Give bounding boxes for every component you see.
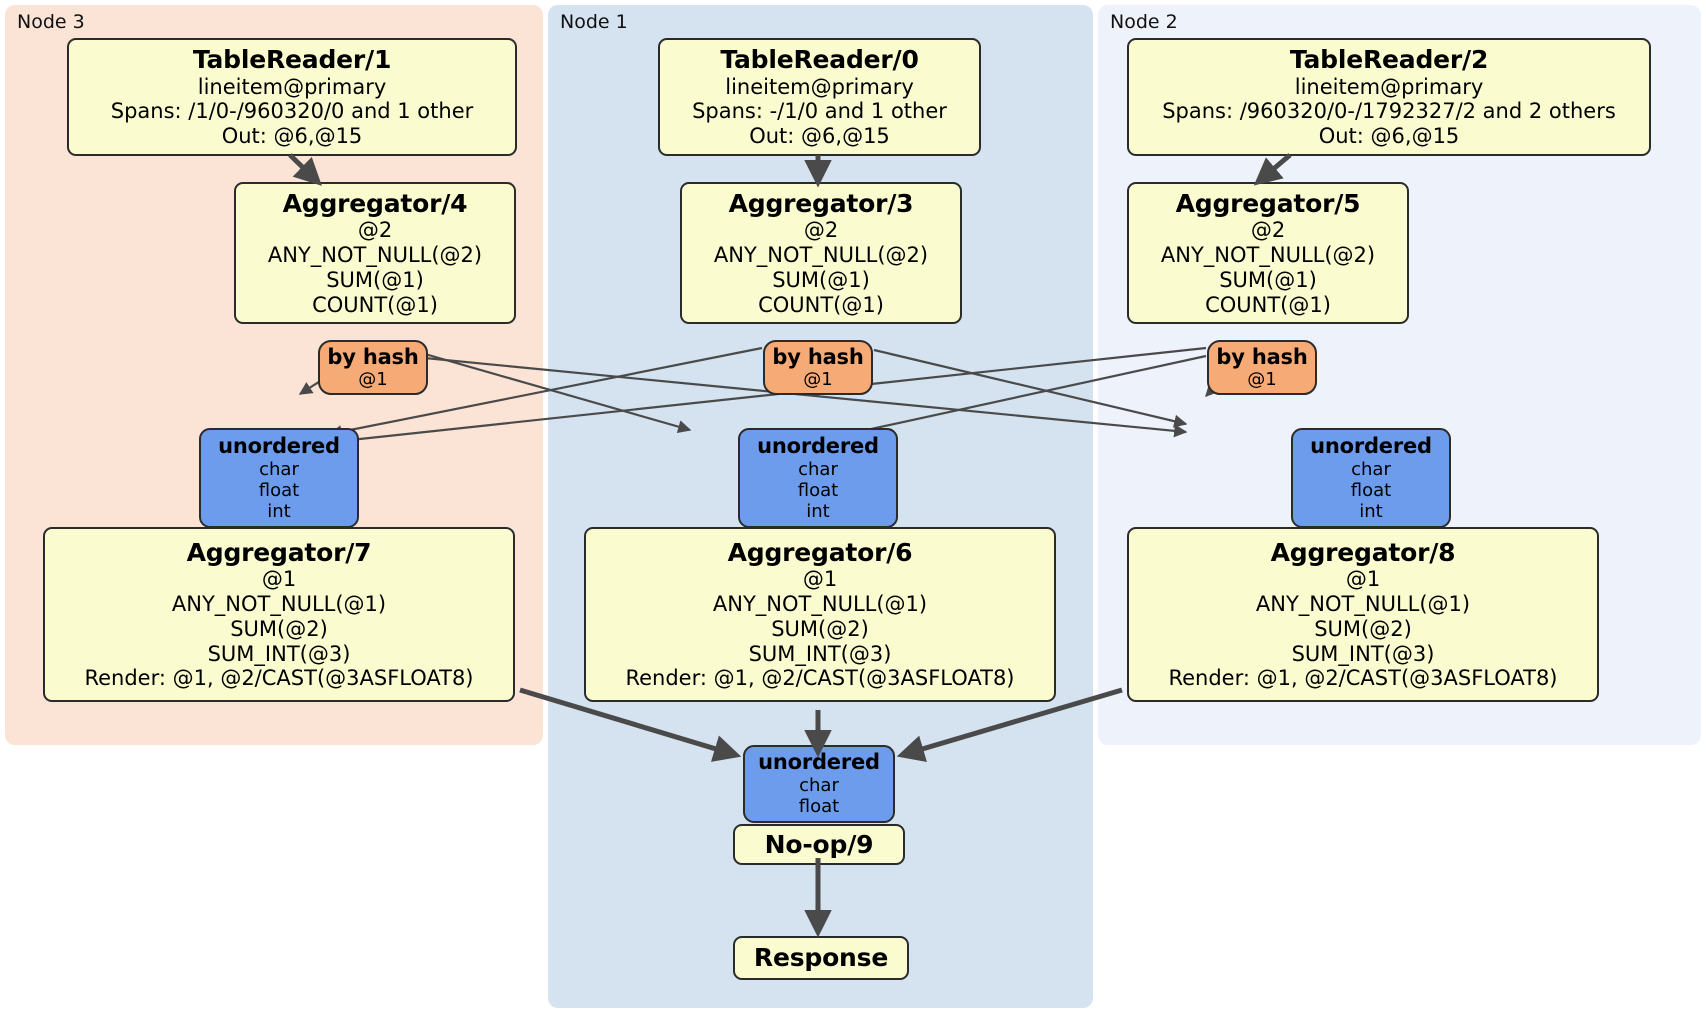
processor-detail-line: Render: @1, @2/CAST(@3ASFLOAT8) xyxy=(1168,666,1558,691)
processor-tablereader-2[interactable]: TableReader/2 lineitem@primary Spans: /9… xyxy=(1127,38,1651,156)
processor-detail-line: lineitem@primary xyxy=(197,74,387,99)
processor-detail-line: @1 xyxy=(1345,567,1381,592)
processor-detail-line: COUNT(@1) xyxy=(1205,292,1331,317)
processor-detail-line: COUNT(@1) xyxy=(758,292,884,317)
processor-detail-line: Out: @6,@15 xyxy=(1318,124,1460,149)
processor-detail-line: ANY_NOT_NULL(@2) xyxy=(713,242,929,267)
processor-aggregator-3[interactable]: Aggregator/3 @2 ANY_NOT_NULL(@2) SUM(@1)… xyxy=(680,182,962,324)
router-detail-line: @1 xyxy=(803,369,833,391)
synchronizer-type-line: char xyxy=(798,458,838,480)
router-by-hash-right[interactable]: by hash @1 xyxy=(1207,340,1317,395)
processor-detail-line: COUNT(@1) xyxy=(312,292,438,317)
node-panel-label-node2: Node 2 xyxy=(1110,11,1178,33)
processor-tablereader-1[interactable]: TableReader/1 lineitem@primary Spans: /1… xyxy=(67,38,517,156)
processor-detail-line: Render: @1, @2/CAST(@3ASFLOAT8) xyxy=(625,666,1015,691)
synchronizer-unordered-right[interactable]: unordered char float int xyxy=(1291,428,1451,528)
processor-detail-line: SUM(@1) xyxy=(772,267,870,292)
processor-detail-line: lineitem@primary xyxy=(725,74,914,99)
processor-detail-line: SUM(@2) xyxy=(230,616,328,641)
processor-detail-line: Spans: /960320/0-/1792327/2 and 2 others xyxy=(1162,99,1616,124)
synchronizer-title: unordered xyxy=(1310,433,1432,458)
router-title: by hash xyxy=(1216,344,1308,369)
synchronizer-title: unordered xyxy=(757,433,879,458)
processor-title: Aggregator/8 xyxy=(1270,537,1456,567)
node-panel-label-node3: Node 3 xyxy=(17,11,85,33)
processor-aggregator-6[interactable]: Aggregator/6 @1 ANY_NOT_NULL(@1) SUM(@2)… xyxy=(584,527,1056,702)
processor-title: Aggregator/5 xyxy=(1175,188,1361,218)
processor-noop-9[interactable]: No-op/9 xyxy=(733,824,905,865)
processor-title: TableReader/0 xyxy=(720,45,919,75)
processor-detail-line: @1 xyxy=(802,567,838,592)
processor-detail-line: SUM(@1) xyxy=(326,267,424,292)
processor-detail-line: SUM_INT(@3) xyxy=(207,641,351,666)
processor-aggregator-5[interactable]: Aggregator/5 @2 ANY_NOT_NULL(@2) SUM(@1)… xyxy=(1127,182,1409,324)
processor-title: Aggregator/7 xyxy=(186,537,372,567)
processor-detail-line: Spans: /1/0-/960320/0 and 1 other xyxy=(110,99,474,124)
processor-detail-line: SUM_INT(@3) xyxy=(748,641,892,666)
synchronizer-type-line: int xyxy=(1359,501,1383,522)
synchronizer-type-line: int xyxy=(267,501,291,522)
synchronizer-unordered-center[interactable]: unordered char float int xyxy=(738,428,898,528)
processor-title: TableReader/1 xyxy=(192,45,392,75)
processor-detail-line: ANY_NOT_NULL(@1) xyxy=(712,592,928,617)
processor-detail-line: @2 xyxy=(803,218,839,243)
processor-detail-line: ANY_NOT_NULL(@2) xyxy=(267,242,483,267)
synchronizer-type-line: float xyxy=(797,479,839,501)
processor-detail-line: lineitem@primary xyxy=(1294,74,1484,99)
processor-tablereader-0[interactable]: TableReader/0 lineitem@primary Spans: -/… xyxy=(658,38,981,156)
processor-title: Response xyxy=(753,943,889,973)
node-panel-label-node1: Node 1 xyxy=(560,11,628,33)
router-by-hash-left[interactable]: by hash @1 xyxy=(318,340,428,395)
synchronizer-unordered-left[interactable]: unordered char float int xyxy=(199,428,359,528)
processor-aggregator-8[interactable]: Aggregator/8 @1 ANY_NOT_NULL(@1) SUM(@2)… xyxy=(1127,527,1599,702)
processor-detail-line: Out: @6,@15 xyxy=(221,124,363,149)
processor-detail-line: SUM_INT(@3) xyxy=(1291,641,1435,666)
processor-detail-line: Out: @6,@15 xyxy=(749,124,890,149)
synchronizer-type-line: float xyxy=(798,796,840,818)
processor-aggregator-7[interactable]: Aggregator/7 @1 ANY_NOT_NULL(@1) SUM(@2)… xyxy=(43,527,515,702)
synchronizer-unordered-final[interactable]: unordered char float xyxy=(743,745,895,823)
router-by-hash-center[interactable]: by hash @1 xyxy=(763,340,873,395)
processor-detail-line: SUM(@1) xyxy=(1219,267,1317,292)
processor-detail-line: ANY_NOT_NULL(@1) xyxy=(171,592,387,617)
router-title: by hash xyxy=(772,344,864,369)
processor-title: Aggregator/4 xyxy=(282,188,468,218)
synchronizer-title: unordered xyxy=(758,750,880,775)
synchronizer-type-line: float xyxy=(258,479,300,501)
processor-detail-line: @1 xyxy=(261,567,297,592)
processor-detail-line: @2 xyxy=(1250,218,1286,243)
processor-title: Aggregator/6 xyxy=(727,537,913,567)
processor-aggregator-4[interactable]: Aggregator/4 @2 ANY_NOT_NULL(@2) SUM(@1)… xyxy=(234,182,516,324)
processor-detail-line: SUM(@2) xyxy=(1314,616,1412,641)
processor-detail-line: ANY_NOT_NULL(@2) xyxy=(1160,242,1376,267)
processor-detail-line: SUM(@2) xyxy=(771,616,869,641)
processor-detail-line: Render: @1, @2/CAST(@3ASFLOAT8) xyxy=(84,666,474,691)
processor-response[interactable]: Response xyxy=(733,936,909,980)
processor-title: No-op/9 xyxy=(764,829,874,859)
synchronizer-type-line: char xyxy=(799,775,839,797)
processor-detail-line: @2 xyxy=(357,218,393,243)
processor-detail-line: ANY_NOT_NULL(@1) xyxy=(1255,592,1471,617)
synchronizer-type-line: float xyxy=(1350,479,1392,501)
synchronizer-type-line: char xyxy=(1351,458,1391,480)
router-title: by hash xyxy=(327,344,419,369)
processor-title: TableReader/2 xyxy=(1289,45,1489,75)
synchronizer-type-line: int xyxy=(806,501,830,522)
synchronizer-type-line: char xyxy=(259,458,299,480)
processor-detail-line: Spans: -/1/0 and 1 other xyxy=(692,99,947,124)
processor-title: Aggregator/3 xyxy=(728,188,914,218)
router-detail-line: @1 xyxy=(358,369,388,391)
synchronizer-title: unordered xyxy=(218,433,340,458)
router-detail-line: @1 xyxy=(1247,369,1277,391)
